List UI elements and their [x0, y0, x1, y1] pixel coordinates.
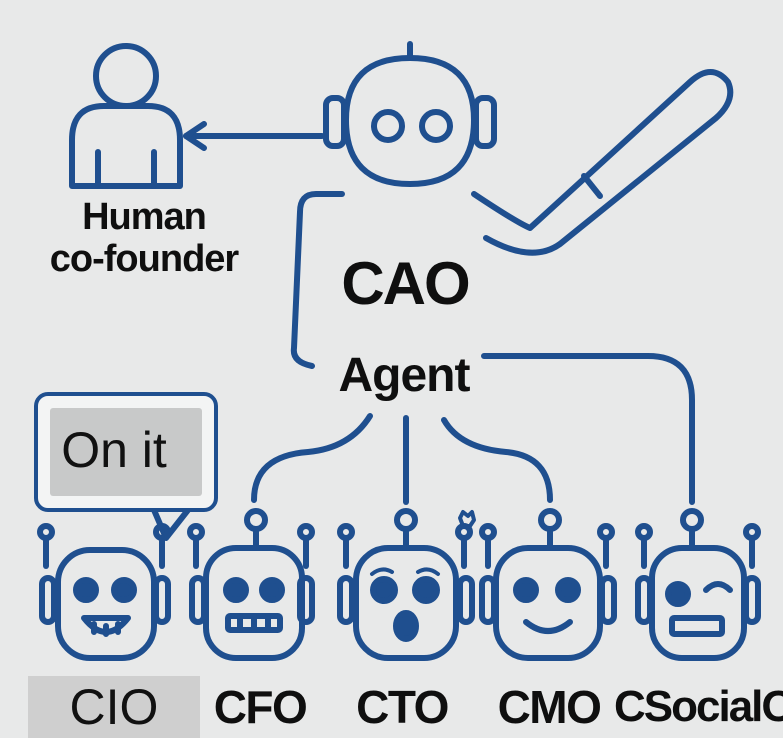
human-label-line2: co-founder — [49, 238, 239, 280]
cmo-robot-icon — [479, 508, 617, 661]
cao-robot-body — [290, 69, 734, 369]
role-label-csocialo: CSocialO — [614, 682, 783, 731]
agent-connectors — [251, 353, 695, 505]
human-cofounder-label: Human co-founder — [30, 196, 258, 280]
csocialo-robot-icon — [635, 508, 761, 661]
role-label-cto: CTO — [356, 681, 449, 733]
cao-subtitle: Agent — [338, 349, 471, 402]
cao-title: CAO — [341, 250, 470, 317]
role-label-cmo: CMO — [497, 681, 602, 733]
arrow-to-human — [183, 121, 325, 151]
cao-robot-head — [323, 41, 497, 187]
human-label-line1: Human — [82, 196, 207, 238]
role-label-cio: CIO — [28, 676, 200, 738]
speech-bubble-text: On it — [61, 422, 167, 478]
role-label-cfo: CFO — [213, 681, 308, 733]
speech-bubble-fill — [50, 408, 202, 496]
cio-robot-icon — [37, 523, 171, 661]
speech-bubble: On it — [34, 392, 218, 512]
human-icon — [69, 43, 183, 189]
cto-robot-icon — [337, 508, 476, 661]
cfo-robot-icon — [187, 508, 315, 661]
